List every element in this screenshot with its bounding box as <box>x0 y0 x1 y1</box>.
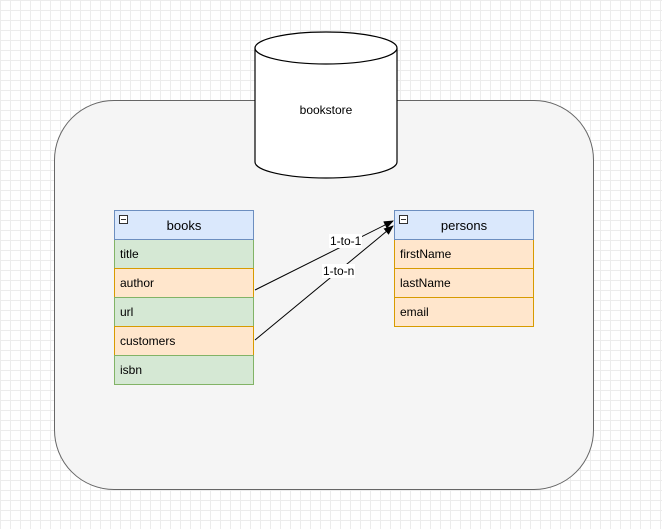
persons-field-firstname[interactable]: firstName <box>394 239 534 269</box>
field-label: email <box>400 305 429 319</box>
persons-table-header[interactable]: persons <box>394 210 534 240</box>
collapse-icon[interactable] <box>119 215 128 224</box>
books-field-url[interactable]: url <box>114 297 254 327</box>
persons-table-title: persons <box>440 217 488 233</box>
collapse-icon[interactable] <box>399 215 408 224</box>
persons-table[interactable]: persons firstName lastName email <box>394 210 534 327</box>
database-cylinder-icon[interactable] <box>253 30 399 182</box>
books-field-isbn[interactable]: isbn <box>114 355 254 385</box>
books-table-header[interactable]: books <box>114 210 254 240</box>
edge-author-to-persons[interactable] <box>254 220 394 291</box>
books-field-customers[interactable]: customers <box>114 326 254 356</box>
persons-field-email[interactable]: email <box>394 297 534 327</box>
edge-customers-to-persons[interactable] <box>254 225 394 341</box>
edge-label-one-to-many: 1-to-n <box>322 264 356 278</box>
database-label: bookstore <box>299 103 353 117</box>
edge-label-one-to-one: 1-to-1 <box>329 234 363 248</box>
persons-field-lastname[interactable]: lastName <box>394 268 534 298</box>
books-table-title: books <box>166 217 202 233</box>
field-label: isbn <box>120 363 143 377</box>
field-label: url <box>120 305 134 319</box>
field-label: firstName <box>400 247 452 261</box>
field-label: lastName <box>400 276 451 290</box>
field-label: author <box>120 276 155 290</box>
field-label: title <box>120 247 139 261</box>
books-table[interactable]: books title author url customers isbn <box>114 210 254 385</box>
books-field-author[interactable]: author <box>114 268 254 298</box>
field-label: customers <box>120 334 176 348</box>
